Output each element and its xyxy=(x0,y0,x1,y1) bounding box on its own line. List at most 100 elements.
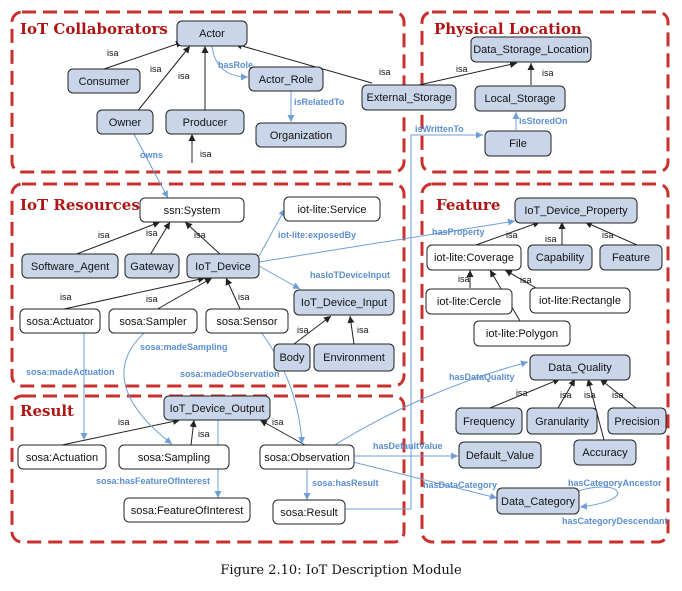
node-ssn-system[interactable]: ssn:System xyxy=(139,197,245,223)
node-sosa-sensor[interactable]: sosa:Sensor xyxy=(205,308,289,334)
node-body[interactable]: Body xyxy=(273,343,311,372)
relation-label-hascategorydescendant: hasCategoryDescendant xyxy=(562,516,668,526)
node-software-agent[interactable]: Software_Agent xyxy=(21,253,119,279)
node-organization[interactable]: Organization xyxy=(255,122,347,148)
node-iotlite-polygon[interactable]: iot-lite:Polygon xyxy=(473,320,571,347)
relation-label-isrelatedto: isRelatedTo xyxy=(294,97,345,107)
node-iot-device-property[interactable]: IoT_Device_Property xyxy=(514,197,638,224)
node-label-iotlite-polygon: iot-lite:Polygon xyxy=(486,328,558,340)
node-local-storage[interactable]: Local_Storage xyxy=(474,85,566,112)
isa-label: isa xyxy=(238,292,250,302)
group-box-collaborators xyxy=(10,10,406,174)
node-sosa-result[interactable]: sosa:Result xyxy=(272,499,346,525)
relation-label-madesampling: sosa:madeSampling xyxy=(140,342,228,352)
node-label-data-category: Data_Category xyxy=(501,496,575,508)
isa-label: isa xyxy=(612,390,624,400)
node-label-default-value: Default_Value xyxy=(466,450,534,462)
node-actor[interactable]: Actor xyxy=(176,20,248,47)
node-label-capability: Capability xyxy=(536,252,585,264)
isa-label: isa xyxy=(516,388,528,398)
relation-label-hasrole: hasRole xyxy=(218,60,253,70)
node-sosa-sampling[interactable]: sosa:Sampling xyxy=(118,444,230,470)
node-producer[interactable]: Producer xyxy=(165,109,245,135)
node-label-environment: Environment xyxy=(323,352,385,364)
isa-edges xyxy=(54,40,638,446)
isa-label: isa xyxy=(118,417,130,427)
isa-label: isa xyxy=(107,48,119,58)
relation-label-iswrittento: isWrittenTo xyxy=(415,124,464,134)
node-file[interactable]: File xyxy=(484,130,552,157)
relation-label-owns: owns xyxy=(140,150,163,160)
node-gateway[interactable]: Gateway xyxy=(124,253,180,279)
node-data-category[interactable]: Data_Category xyxy=(496,487,580,515)
node-label-software-agent: Software_Agent xyxy=(31,261,109,273)
node-granularity[interactable]: Granularity xyxy=(526,407,598,435)
isa-label: isa xyxy=(542,68,554,78)
relation-label-hascategoryancestor: hasCategoryAncestor xyxy=(568,478,662,488)
node-default-value[interactable]: Default_Value xyxy=(458,441,542,469)
node-iot-device-output[interactable]: IoT_Device_Output xyxy=(163,395,271,421)
node-owner[interactable]: Owner xyxy=(96,109,154,135)
node-feature[interactable]: Feature xyxy=(599,244,663,271)
isa-label: isa xyxy=(272,417,284,427)
node-consumer[interactable]: Consumer xyxy=(67,68,141,94)
relation-label-hasproperty: hasProperty xyxy=(432,227,485,237)
isa-label: isa xyxy=(146,228,158,238)
node-label-sosa-actuator: sosa:Actuator xyxy=(26,316,94,328)
isa-label: isa xyxy=(357,325,369,335)
relation-label-hasdefaultvalue: hasDefaultValue xyxy=(373,441,443,451)
group-box-result xyxy=(10,394,406,544)
group-box-resources xyxy=(10,182,406,388)
isa-label: isa xyxy=(560,390,572,400)
isa-label: isa xyxy=(456,64,468,74)
relation-edges xyxy=(80,45,619,510)
isa-label: isa xyxy=(297,325,309,335)
node-iot-device[interactable]: IoT_Device xyxy=(186,253,260,279)
group-title-collaborators: IoT Collaborators xyxy=(20,20,168,38)
relation-label-hasiotdeviceinput: hasIoTDeviceInput xyxy=(310,270,390,280)
node-label-sosa-featureofinterest: sosa:FeatureOfInterest xyxy=(131,505,244,517)
node-label-data-quality: Data_Quality xyxy=(548,362,612,374)
node-sosa-featureofinterest[interactable]: sosa:FeatureOfInterest xyxy=(123,497,251,523)
node-label-gateway: Gateway xyxy=(130,261,174,273)
isa-labels: isa isa isa isa isa isa isa isa isa isa … xyxy=(60,48,624,439)
node-external-storage[interactable]: External_Storage xyxy=(361,84,457,111)
node-iot-device-input[interactable]: IoT_Device_Input xyxy=(293,289,395,316)
node-sosa-actuation[interactable]: sosa:Actuation xyxy=(17,444,107,470)
node-label-iot-device-input: IoT_Device_Input xyxy=(301,297,387,309)
figure-caption: Figure 2.10: IoT Description Module xyxy=(220,563,462,578)
node-actor-role[interactable]: Actor_Role xyxy=(248,66,324,92)
node-data-storage-location[interactable]: Data_Storage_Location xyxy=(470,36,592,63)
node-sosa-actuator[interactable]: sosa:Actuator xyxy=(19,308,101,334)
node-iotlite-coverage[interactable]: iot-lite:Coverage xyxy=(426,244,522,271)
isa-label: isa xyxy=(178,71,190,81)
group-title-feature: Feature xyxy=(436,196,500,214)
node-sosa-observation[interactable]: sosa:Observation xyxy=(259,444,355,470)
node-environment[interactable]: Environment xyxy=(313,343,395,372)
node-capability[interactable]: Capability xyxy=(527,244,593,271)
node-iotlite-cercle[interactable]: iot-lite:Cercle xyxy=(425,288,513,315)
relation-label-hasdatacategory: hasDataCategory xyxy=(423,480,497,490)
node-accuracy[interactable]: Accuracy xyxy=(573,439,637,466)
relation-label-madeactuation: sosa:madeActuation xyxy=(26,367,115,377)
node-sosa-sampler[interactable]: sosa:Sampler xyxy=(108,308,198,334)
node-frequency[interactable]: Frequency xyxy=(455,407,523,435)
node-iotlite-rectangle[interactable]: iot-lite:Rectangle xyxy=(529,287,631,314)
node-label-feature: Feature xyxy=(612,252,650,264)
node-label-consumer: Consumer xyxy=(79,76,130,88)
node-label-actor-role: Actor_Role xyxy=(259,74,313,86)
node-data-quality[interactable]: Data_Quality xyxy=(529,354,631,381)
node-label-iotlite-service: iot-lite:Service xyxy=(297,204,366,216)
isa-label: isa xyxy=(60,292,72,302)
node-label-file: File xyxy=(509,138,527,150)
node-label-iotlite-coverage: iot-lite:Coverage xyxy=(434,252,514,264)
node-precision[interactable]: Precision xyxy=(607,407,667,435)
node-label-iot-device: IoT_Device xyxy=(195,261,251,273)
node-iotlite-service[interactable]: iot-lite:Service xyxy=(283,196,381,222)
node-label-body: Body xyxy=(279,352,305,364)
isa-label: isa xyxy=(200,149,212,159)
node-label-sosa-sensor: sosa:Sensor xyxy=(216,316,277,328)
group-box-feature xyxy=(420,182,670,544)
relation-label-hasresult: sosa:hasResult xyxy=(312,478,379,488)
